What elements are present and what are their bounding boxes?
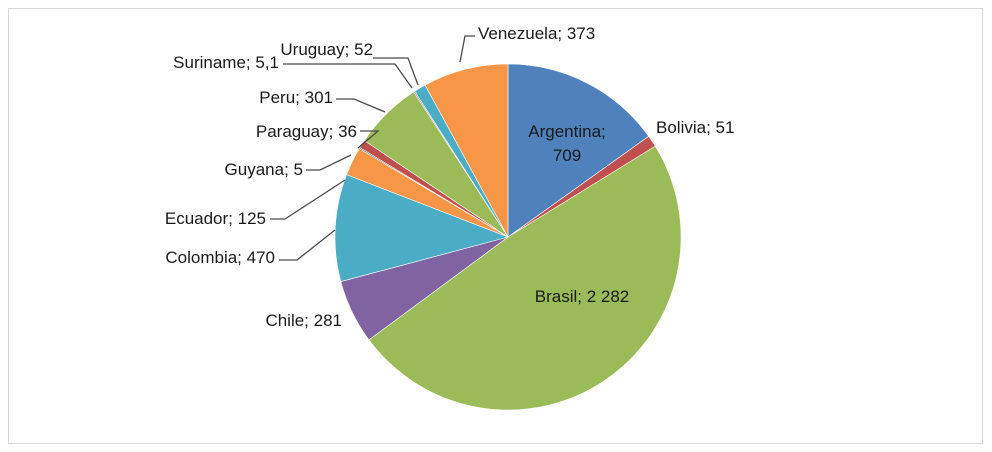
leader-line-colombia — [279, 229, 336, 261]
data-label-brasil: Brasil; 2 282 — [535, 287, 630, 306]
data-label-ecuador: Ecuador; 125 — [165, 209, 266, 228]
data-label-paraguay: Paraguay; 36 — [256, 122, 357, 141]
data-label-venezuela: Venezuela; 373 — [478, 24, 595, 43]
data-label-suriname: Suriname; 5,1 — [173, 53, 279, 72]
data-label-chile: Chile; 281 — [265, 311, 342, 330]
data-labels: Argentina;709 Bolivia; 51 Brasil; 2 282Chi… — [165, 24, 735, 330]
data-label-colombia: Colombia; 470 — [165, 248, 275, 267]
pie-slice-colombia — [334, 174, 509, 282]
leader-line-ecuador — [270, 179, 346, 220]
leader-line-guyana — [306, 154, 352, 171]
data-label-argentina: Argentina;709 — [528, 122, 606, 165]
data-label-guyana: Guyana; 5 — [225, 160, 303, 179]
pie-slice-venezuela — [424, 63, 509, 238]
leader-lines — [270, 35, 475, 261]
leader-line-venezuela — [459, 35, 475, 63]
leader-line-suriname — [283, 63, 413, 89]
data-label-peru: Peru; 301 — [259, 88, 333, 107]
leader-line-peru — [336, 98, 386, 113]
data-label-bolivia: Bolivia; 51 — [656, 118, 734, 137]
data-label-uruguay: Uruguay; 52 — [280, 40, 373, 59]
leader-line-uruguay — [373, 57, 419, 86]
leader-line-paraguay — [357, 130, 380, 149]
pie-slices — [334, 63, 682, 411]
pie-slice-brasil — [368, 145, 682, 411]
pie-slice-argentina — [507, 63, 650, 238]
